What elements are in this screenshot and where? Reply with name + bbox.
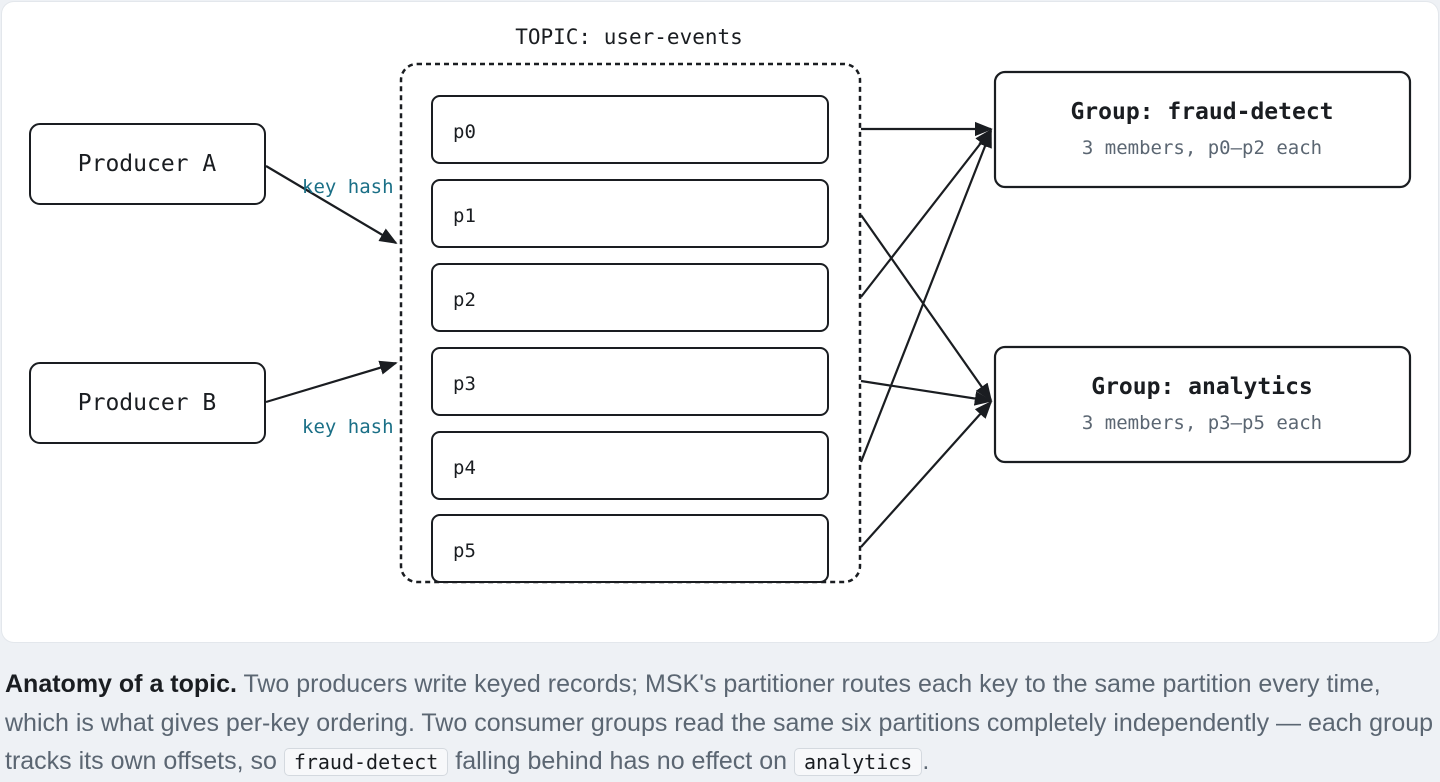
partition-p1: p1: [431, 179, 829, 248]
topic-container: [399, 62, 862, 584]
code-fraud-detect: fraud-detect: [283, 748, 449, 776]
group-fraud-detect: Group: fraud-detect 3 members, p0–p2 eac…: [993, 70, 1412, 189]
p5-to-analytics-arrow: [860, 400, 993, 548]
producer-a-arrow: [265, 165, 398, 244]
edge-label-b: key hash: [302, 416, 394, 438]
p3-to-analytics-arrow: [860, 379, 993, 406]
partition-label: p2: [453, 289, 476, 311]
p2-to-fraud-arrow: [860, 128, 993, 298]
producer-b-arrow: [265, 360, 398, 404]
producer-b-label: Producer B: [78, 390, 216, 416]
topic-diagram: TOPIC: user-events p0 p1 p2 p3 p4 p5 Pro…: [29, 25, 1412, 584]
code-analytics: analytics: [793, 748, 923, 776]
group-analytics-subtitle: 3 members, p3–p5 each: [1082, 412, 1322, 434]
partition-label: p3: [453, 373, 476, 395]
group-analytics: Group: analytics 3 members, p3–p5 each: [993, 345, 1412, 464]
producer-a: Producer A: [29, 123, 266, 205]
caption-text-1: Two producers write keyed records; MSK's…: [5, 670, 1434, 775]
p1-to-analytics-arrow: [860, 214, 993, 402]
group-analytics-title: Group: analytics: [1091, 374, 1313, 400]
caption-text-2: falling behind has no effect on: [448, 747, 794, 775]
partition-label: p5: [453, 540, 476, 562]
partition-p5: p5: [431, 514, 829, 583]
caption-lead: Anatomy of a topic.: [5, 670, 237, 698]
partition-p3: p3: [431, 347, 829, 416]
producer-b: Producer B: [29, 362, 266, 444]
producer-a-label: Producer A: [78, 151, 217, 177]
partition-p2: p2: [431, 263, 829, 332]
caption-text-3: .: [922, 747, 930, 775]
p4-to-fraud-arrow: [859, 129, 993, 463]
partition-label: p4: [453, 457, 476, 479]
group-fraud-detect-title: Group: fraud-detect: [1070, 99, 1333, 125]
partition-p4: p4: [431, 431, 829, 500]
partition-label: p1: [453, 205, 476, 227]
topic-title: TOPIC: user-events: [515, 25, 743, 49]
group-fraud-detect-subtitle: 3 members, p0–p2 each: [1082, 137, 1322, 159]
partition-label: p0: [453, 121, 476, 143]
edge-label-a: key hash: [302, 176, 394, 198]
figure-caption: Anatomy of a topic. Two producers write …: [5, 665, 1437, 782]
partition-p0: p0: [431, 95, 829, 164]
